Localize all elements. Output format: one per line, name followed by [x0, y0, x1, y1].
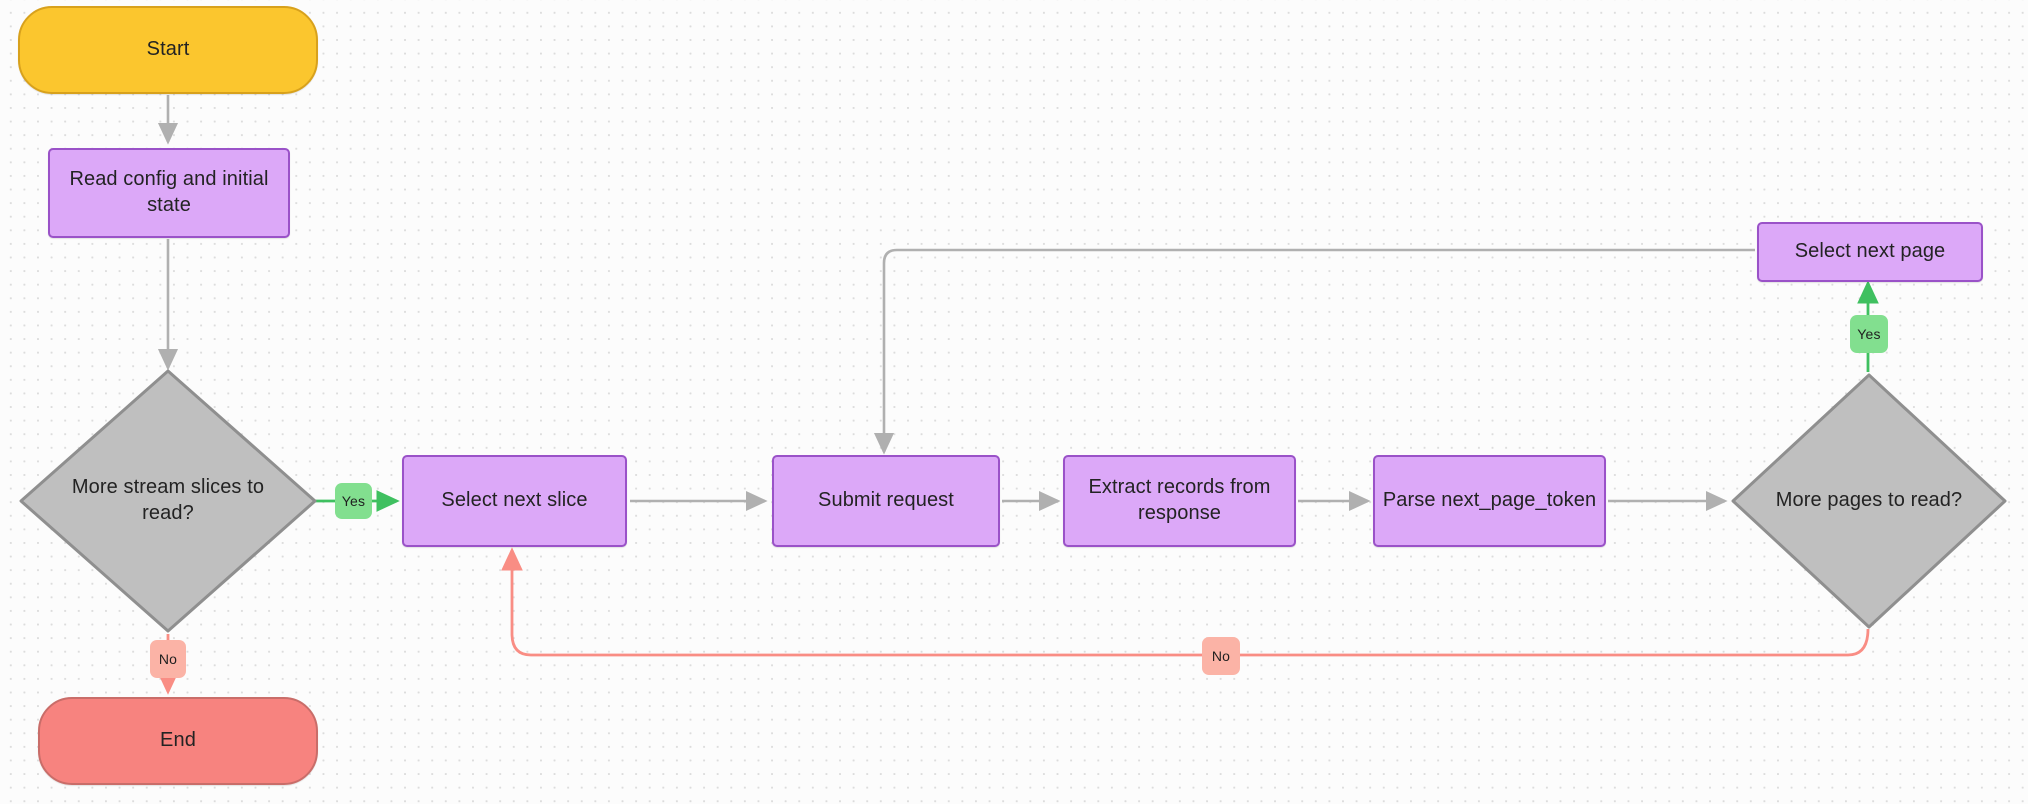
node-submit-request-label: Submit request: [818, 489, 954, 512]
node-more-pages-label: More pages to read?: [1775, 489, 1963, 512]
edge-label-pages-yes[interactable]: Yes: [1850, 315, 1888, 353]
node-more-pages[interactable]: More pages to read?: [1730, 372, 2008, 630]
node-read-config[interactable]: Read config and initial state: [48, 148, 290, 238]
edge-select-page-to-submit: [873, 248, 1755, 455]
edge-label-slices-yes[interactable]: Yes: [335, 483, 372, 519]
node-submit-request[interactable]: Submit request: [772, 455, 1000, 547]
node-more-stream-slices[interactable]: More stream slices to read?: [18, 368, 318, 634]
node-start-label: Start: [146, 38, 190, 61]
node-select-next-slice[interactable]: Select next slice: [402, 455, 627, 547]
node-read-config-label: Read config and initial state: [69, 168, 269, 216]
node-extract-records[interactable]: Extract records from response: [1063, 455, 1296, 547]
node-parse-next-page-token-label: Parse next_page_token: [1382, 489, 1597, 512]
node-end[interactable]: End: [38, 697, 318, 785]
edge-label-pages-no-text: No: [1211, 648, 1231, 664]
node-more-stream-slices-label: More stream slices to read?: [71, 476, 265, 524]
node-parse-next-page-token[interactable]: Parse next_page_token: [1373, 455, 1606, 547]
node-extract-records-label: Extract records from response: [1088, 476, 1271, 524]
edge-more-pages-no: [501, 547, 1870, 657]
node-select-next-page[interactable]: Select next page: [1757, 222, 1983, 282]
node-end-label: End: [160, 729, 196, 752]
node-select-next-page-label: Select next page: [1794, 240, 1946, 263]
edge-label-slices-no[interactable]: No: [150, 640, 186, 678]
edge-label-slices-yes-text: Yes: [341, 493, 366, 509]
node-select-next-slice-label: Select next slice: [441, 489, 588, 512]
edge-label-pages-no[interactable]: No: [1202, 637, 1240, 675]
edge-label-pages-yes-text: Yes: [1857, 326, 1881, 342]
diamond-shape: [19, 369, 317, 633]
edge-label-slices-no-text: No: [158, 651, 178, 667]
node-start[interactable]: Start: [18, 6, 318, 94]
